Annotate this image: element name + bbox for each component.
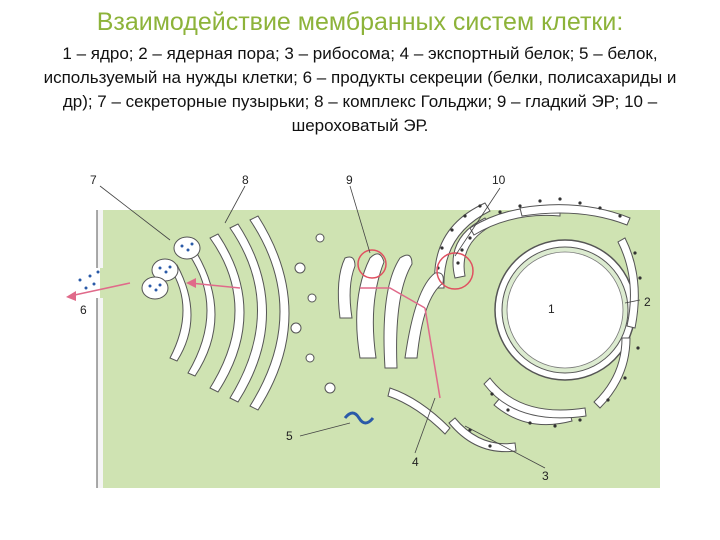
label-3: 3 (542, 469, 549, 483)
golgi-complex (169, 215, 290, 411)
label-1: 1 (548, 302, 555, 316)
label-7: 7 (90, 173, 97, 187)
cell-diagram: 7 8 9 10 1 2 6 5 4 3 (66, 173, 660, 488)
nucleus (494, 239, 636, 381)
vesicles (290, 233, 336, 394)
rough-er-highlight (436, 252, 474, 290)
label-5: 5 (286, 429, 293, 443)
transport-pathway (69, 282, 441, 399)
secretory-vesicles (141, 236, 201, 300)
label-9: 9 (346, 173, 353, 187)
slide-title: Взаимодействие мембранных систем клетки: (96, 8, 624, 36)
label-6: 6 (80, 303, 87, 317)
label-2: 2 (644, 295, 651, 309)
ribosomes (436, 197, 642, 448)
arrow-head-secretion (66, 291, 76, 301)
label-10: 10 (492, 173, 506, 187)
legend-caption: 1 – ядро; 2 – ядерная пора; 3 – рибосома… (43, 44, 677, 135)
smooth-er (337, 253, 451, 435)
label-8: 8 (242, 173, 249, 187)
secretion-products (78, 270, 100, 290)
free-protein (343, 411, 375, 425)
arrow-head-golgi (186, 278, 196, 288)
smooth-er-highlight (357, 249, 387, 279)
label-4: 4 (412, 455, 419, 469)
leader-lines (99, 185, 641, 469)
